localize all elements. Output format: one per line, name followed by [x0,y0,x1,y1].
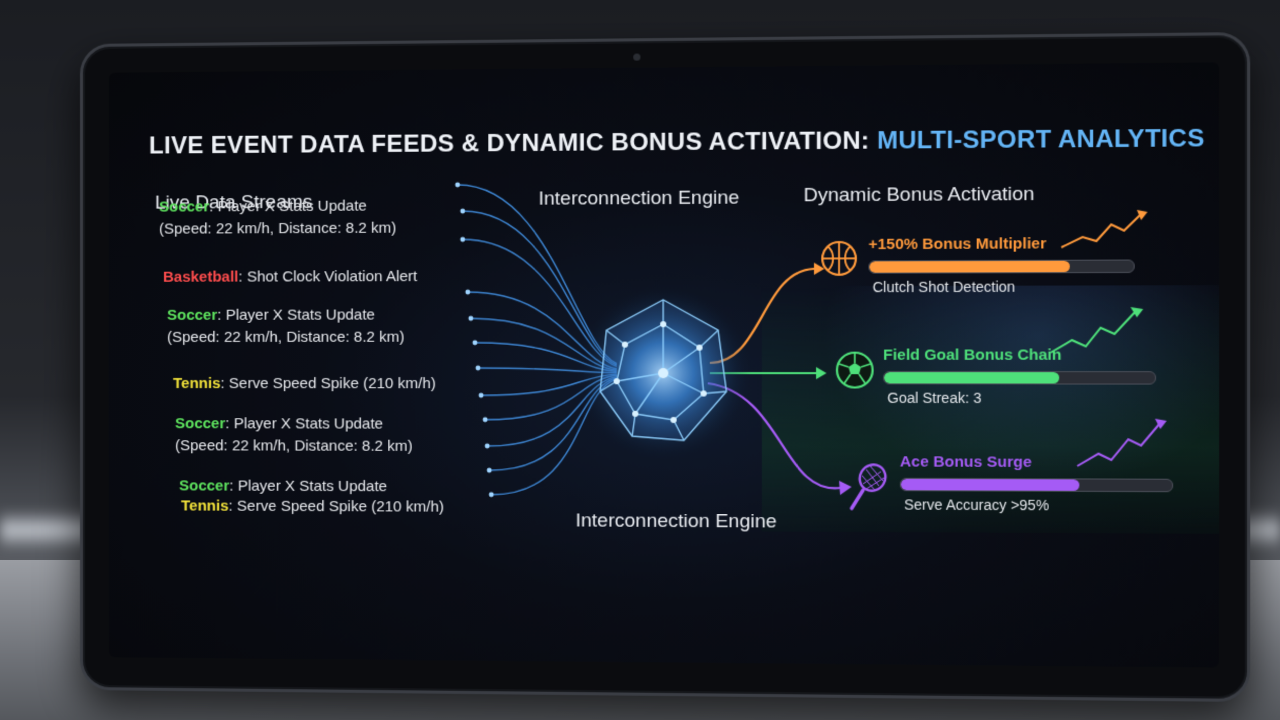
feed-item: Tennis: Serve Speed Spike (210 km/h) [173,373,436,395]
stream-node [472,340,478,346]
feed-item: Tennis: Serve Speed Spike (210 km/h) [181,495,444,518]
stream-node [475,365,481,371]
feed-text: : Player X Stats Update [225,415,384,433]
feed-sport-label: Tennis [173,375,221,393]
sparkline-orange [1061,214,1141,247]
feed-text: : Player X Stats Update [229,477,388,496]
feed-sport-label: Soccer [175,415,226,433]
stream-node [488,492,494,498]
feed-sport-label: Basketball [163,268,239,286]
feed-text: : Player X Stats Update [209,197,367,216]
bonus-title-basketball: +150% Bonus Multiplier [868,235,1047,254]
stream-node [465,289,471,295]
stream-node [455,182,461,188]
bonus-subtitle-basketball: Clutch Shot Detection [872,278,1016,296]
stream-node [468,315,474,321]
feed-sport-label: Soccer [179,477,230,495]
bonus-progress-soccer [883,371,1157,385]
bonus-title-tennis: Ace Bonus Surge [899,453,1032,472]
feed-item: Soccer: Player X Stats Update (Speed: 22 … [159,195,396,240]
stream-node [460,208,466,214]
feed-item: Soccer: Player X Stats Update (Speed: 22 … [175,413,413,458]
soccer-ball-icon [835,351,875,395]
bonus-progress-basketball [868,259,1135,274]
bonus-subtitle-tennis: Serve Accuracy >95% [904,496,1050,514]
bonus-title-soccer: Field Goal Bonus Chain [883,346,1062,364]
stream-node [486,467,492,473]
bonus-subtitle-soccer: Goal Streak: 3 [887,389,982,407]
dashboard-screen: LIVE EVENT DATA FEEDS & DYNAMIC BONUS AC… [108,62,1220,668]
feed-text: : Player X Stats Update [217,306,375,324]
feed-sport-label: Tennis [181,497,229,515]
sparkline-purple [1077,423,1160,467]
stream-node [460,237,466,242]
tennis-racket-icon [847,463,889,517]
bonus-progress-tennis [899,477,1174,493]
basketball-icon [820,240,858,282]
feed-text: : Serve Speed Spike (210 km/h) [228,497,445,516]
feed-sport-label: Soccer [159,198,210,216]
sparkline-green [1051,311,1136,352]
engine-core-icon [600,300,726,441]
connection-lines [109,62,1167,667]
feed-item: Basketball: Shot Clock Violation Alert [163,266,417,289]
feed-detail: (Speed: 22 km/h, Distance: 8.2 km) [159,219,397,238]
feed-sport-label: Soccer [167,306,218,324]
feed-text: : Shot Clock Violation Alert [238,267,418,286]
engine-bottom-label: Interconnection Engine [575,510,777,533]
stream-node [482,417,488,423]
bonus-progress-fill-soccer [884,372,1060,384]
feed-detail: (Speed: 22 km/h, Distance: 8.2 km) [175,437,413,455]
feed-item: Soccer: Player X Stats Update (Speed: 22 … [167,304,405,349]
feed-detail: (Speed: 22 km/h, Distance: 8.2 km) [167,328,405,346]
bonus-progress-fill-tennis [900,478,1080,491]
tablet-device: LIVE EVENT DATA FEEDS & DYNAMIC BONUS AC… [80,31,1251,703]
stream-node [484,443,490,449]
feed-text: : Serve Speed Spike (210 km/h) [220,375,436,393]
camera-icon [633,53,641,61]
bonus-progress-fill-basketball [869,260,1070,273]
arrow-head-green [816,367,827,380]
stream-node [478,392,484,398]
